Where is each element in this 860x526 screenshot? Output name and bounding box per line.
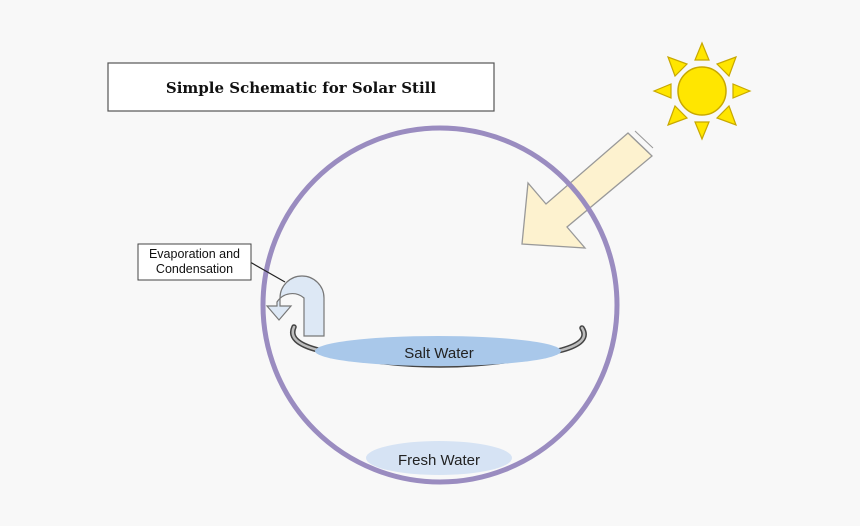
- diagram-title: Simple Schematic for Solar Still: [166, 79, 436, 97]
- callout-line-1: Evaporation and: [149, 247, 240, 261]
- title-box-border: [107, 62, 495, 112]
- callout-box: [137, 243, 252, 281]
- callout-line-2: Condensation: [156, 262, 233, 276]
- sunlight-arrow-icon: [521, 130, 654, 249]
- salt-water-pool: [315, 336, 561, 366]
- title-box: Simple Schematic for Solar Still: [107, 62, 495, 112]
- still-enclosure: [260, 125, 620, 485]
- fresh-water-pool: [366, 441, 512, 475]
- fresh-water-label: Fresh Water: [398, 452, 480, 469]
- salt-water-basin: Salt Water: [290, 324, 587, 368]
- sun-icon: [652, 41, 752, 141]
- evaporation-cycle-arrow-icon: [265, 275, 325, 337]
- evaporation-condensation-callout: Evaporation and Condensation: [137, 243, 286, 283]
- salt-water-label: Salt Water: [404, 345, 473, 362]
- fresh-water-collection: Fresh Water: [366, 441, 512, 475]
- callout-leader-line: [249, 261, 286, 283]
